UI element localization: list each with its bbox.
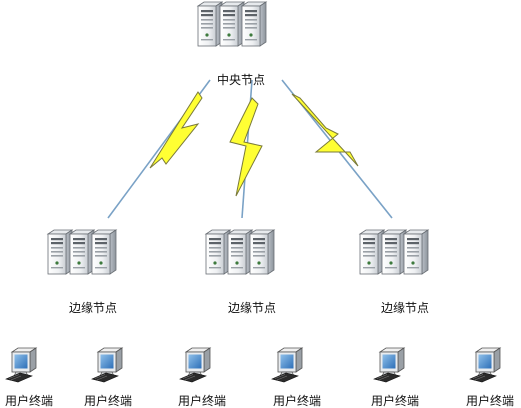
central-node-server-cluster-icon (198, 2, 266, 46)
edge-node-3-server-cluster-icon (360, 230, 428, 274)
user-terminal-6-label: 用户终端 (465, 394, 515, 408)
user-terminal-2-label: 用户终端 (83, 394, 133, 408)
user-terminal-5-label: 用户终端 (370, 394, 420, 408)
user-terminal-1-label: 用户终端 (4, 394, 54, 408)
edge-node-1-label: 边缘节点 (68, 301, 118, 315)
user-terminal-2-computer-icon (91, 347, 123, 383)
user-terminal-4-computer-icon (271, 347, 303, 383)
edge-node-3-label: 边缘节点 (380, 301, 430, 315)
user-terminal-3-computer-icon (179, 347, 211, 383)
link-central-to-edge-right (281, 79, 393, 219)
user-terminal-5-computer-icon (373, 347, 405, 383)
edge-node-2-label: 边缘节点 (227, 301, 277, 315)
user-terminal-4-label: 用户终端 (272, 394, 322, 408)
edge-node-1-server-cluster-icon (48, 230, 116, 274)
link-central-to-edge-left (107, 79, 211, 219)
edge-node-2-server-cluster-icon (206, 230, 274, 274)
user-terminal-1-computer-icon (5, 347, 37, 383)
user-terminal-6-computer-icon (469, 347, 501, 383)
link-central-to-edge-middle (229, 79, 263, 219)
central-node-label: 中央节点 (216, 73, 266, 87)
user-terminal-3-label: 用户终端 (177, 394, 227, 408)
